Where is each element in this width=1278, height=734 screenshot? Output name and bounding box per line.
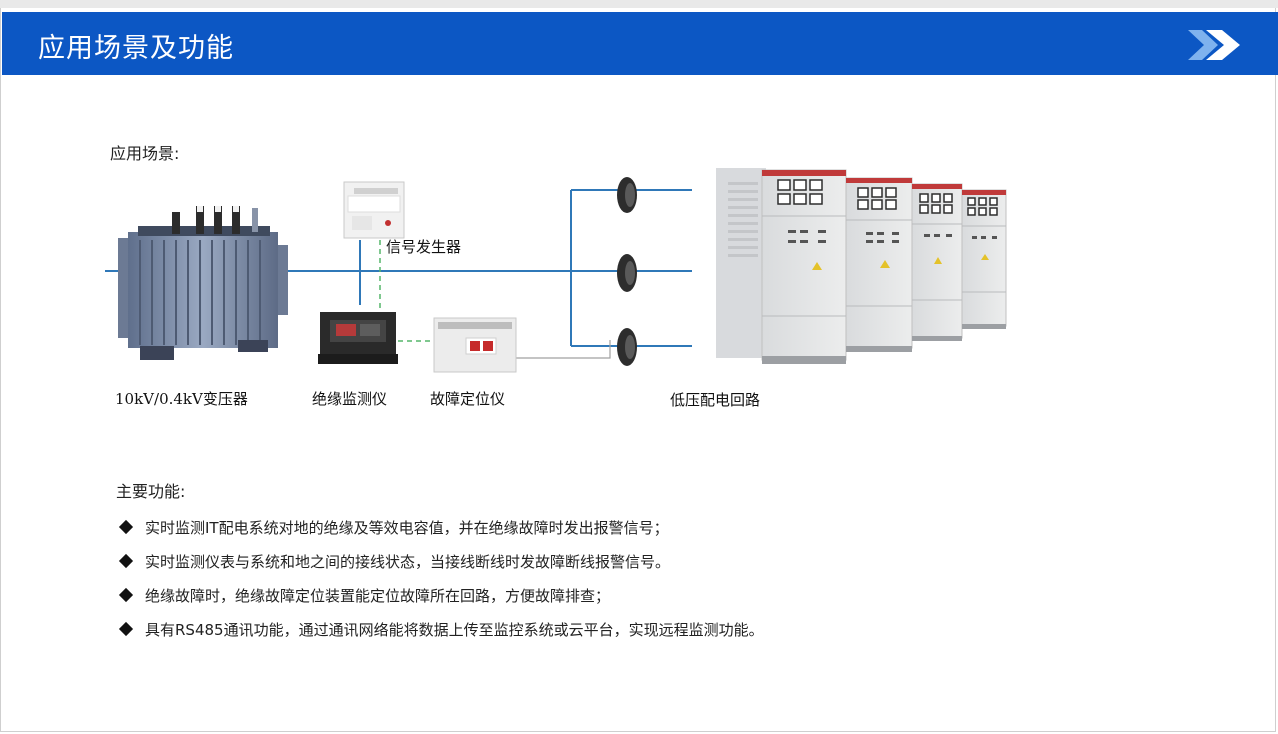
list-item: 具有RS485通讯功能，通过通讯网络能将数据上传至监控系统或云平台，实现远程监测… <box>118 612 764 646</box>
features-title: 主要功能: <box>116 482 186 501</box>
scenario-title: 应用场景: <box>110 144 180 163</box>
feature-text: 绝缘故障时，绝缘故障定位装置能定位故障所在回路，方便故障排查； <box>145 586 611 605</box>
locator-sensor-wire <box>516 340 611 359</box>
current-transformer-2 <box>617 254 637 292</box>
list-item: 实时监测仪表与系统和地之间的接线状态，当接线断线时发故障断线报警信号。 <box>118 544 764 578</box>
diamond-bullet-icon <box>118 587 134 603</box>
list-item: 绝缘故障时，绝缘故障定位装置能定位故障所在回路，方便故障排查； <box>118 578 764 612</box>
page-title: 应用场景及功能 <box>38 33 234 64</box>
distribution-label: 低压配电回路 <box>670 391 761 409</box>
feature-text: 实时监测仪表与系统和地之间的接线状态，当接线断线时发故障断线报警信号。 <box>145 552 671 571</box>
transformer-label: 10kV/0.4kV变压器 <box>115 390 248 408</box>
header-bar: 应用场景及功能 <box>2 12 1278 75</box>
diamond-bullet-icon <box>118 519 134 535</box>
diamond-bullet-icon <box>118 553 134 569</box>
signal-generator-label: 信号发生器 <box>386 238 462 256</box>
feature-list: 实时监测IT配电系统对地的绝缘及等效电容值，并在绝缘故障时发出报警信号； 实时监… <box>118 510 764 646</box>
signal-generator-device <box>343 181 405 239</box>
feature-text: 实时监测IT配电系统对地的绝缘及等效电容值，并在绝缘故障时发出报警信号； <box>145 518 669 537</box>
diamond-bullet-icon <box>118 621 134 637</box>
monitor-label: 绝缘监测仪 <box>312 390 388 408</box>
transformer-icon <box>118 206 288 360</box>
locator-label: 故障定位仪 <box>430 390 506 408</box>
list-item: 实时监测IT配电系统对地的绝缘及等效电容值，并在绝缘故障时发出报警信号； <box>118 510 764 544</box>
insulation-monitor-device <box>318 312 398 364</box>
top-strip <box>0 0 1278 8</box>
current-transformer-3 <box>617 328 637 366</box>
feature-text: 具有RS485通讯功能，通过通讯网络能将数据上传至监控系统或云平台，实现远程监测… <box>145 620 764 639</box>
current-transformer-1 <box>617 177 637 213</box>
slide-frame <box>0 8 1276 732</box>
low-voltage-cabinets <box>716 168 1007 364</box>
double-chevron-icon <box>1188 30 1240 60</box>
fault-locator-device <box>433 317 517 373</box>
